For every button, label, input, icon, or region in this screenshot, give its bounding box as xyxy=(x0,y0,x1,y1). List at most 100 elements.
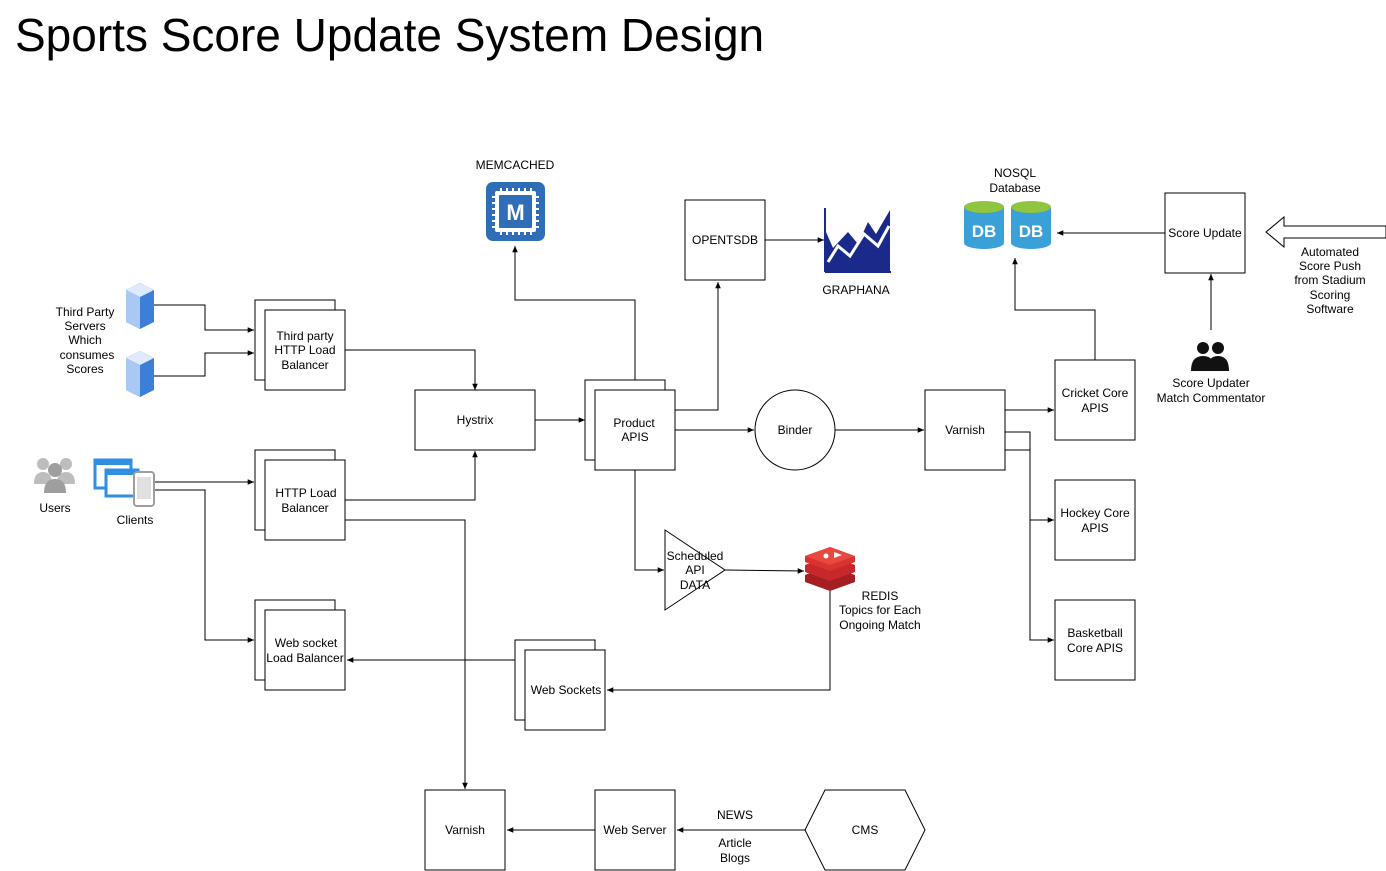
nosql-db-node[interactable]: NOSQL Database DB DB xyxy=(964,166,1051,249)
basketball-line1: Basketball xyxy=(1067,626,1122,640)
tp-servers-line2: Servers xyxy=(64,319,105,333)
hollow-arrow-icon xyxy=(1265,215,1386,249)
redis-line2: Topics for Each xyxy=(839,603,921,617)
score-updater-actor: Score Updater Match Commentator xyxy=(1157,342,1266,405)
third-party-lb-node[interactable]: Third party HTTP Load Balancer xyxy=(254,299,346,391)
connector-server2-to-tp-lb xyxy=(154,350,254,377)
opentsdb-label: OPENTSDB xyxy=(692,233,758,247)
updater-line2: Match Commentator xyxy=(1157,391,1266,405)
product-apis-node[interactable]: Product APIS xyxy=(584,379,676,471)
redis-node[interactable]: REDIS Topics for Each Ongoing Match xyxy=(805,547,921,632)
connector-varnish-to-basketball xyxy=(1005,449,1054,643)
redis-line1: REDIS xyxy=(862,589,899,603)
cricket-core-node[interactable]: Cricket Core APIS xyxy=(1054,359,1136,441)
nosql-label-line2: Database xyxy=(989,181,1041,195)
graph-icon xyxy=(824,208,891,273)
automated-line5: Software xyxy=(1306,302,1354,316)
connector-server1-to-tp-lb xyxy=(154,304,254,333)
scheduled-api-node[interactable]: Scheduled API DATA xyxy=(664,529,726,611)
connector-scheduled-to-redis xyxy=(724,568,805,574)
third-party-servers: Third Party Servers Which consumes Score… xyxy=(56,283,154,397)
server-icon xyxy=(126,283,154,329)
scheduled-line3: DATA xyxy=(680,578,710,592)
score-update-node[interactable]: Score Update xyxy=(1164,192,1246,274)
automated-line1: Automated xyxy=(1301,245,1359,259)
automated-line2: Score Push xyxy=(1299,259,1361,273)
automated-push-source: Automated Score Push from Stadium Scorin… xyxy=(1265,215,1386,316)
varnish-bottom-label: Varnish xyxy=(445,823,485,837)
cricket-line2: APIS xyxy=(1081,401,1108,415)
scheduled-line1: Scheduled xyxy=(667,549,724,563)
scheduled-line2: API xyxy=(685,563,704,577)
automated-line4: Scoring xyxy=(1310,288,1351,302)
grafana-label: GRAPHANA xyxy=(822,283,889,297)
memcached-chip-icon: M xyxy=(486,182,545,241)
web-server-node[interactable]: Web Server xyxy=(594,789,676,871)
connector-product-to-opentsdb xyxy=(675,282,721,411)
http-lb-node[interactable]: HTTP Load Balancer xyxy=(254,449,346,541)
tp-lb-line2: HTTP Load xyxy=(274,343,335,357)
opentsdb-node[interactable]: OPENTSDB xyxy=(684,199,766,281)
redis-icon xyxy=(805,547,855,591)
web-sockets-label: Web Sockets xyxy=(531,683,601,697)
hockey-line1: Hockey Core xyxy=(1060,506,1130,520)
db2-text: DB xyxy=(1019,222,1044,241)
hystrix-label: Hystrix xyxy=(457,413,494,427)
hockey-line2: APIS xyxy=(1081,521,1108,535)
memcached-node[interactable]: MEMCACHED M xyxy=(476,158,555,241)
db1-text: DB xyxy=(972,222,997,241)
svg-text:M: M xyxy=(506,200,524,225)
connector-tp-lb-to-hystrix xyxy=(345,349,478,390)
basketball-core-node[interactable]: Basketball Core APIS xyxy=(1054,599,1136,681)
binder-node[interactable]: Binder xyxy=(754,389,836,471)
connector-clients-to-ws-lb xyxy=(154,489,254,643)
cms-label: CMS xyxy=(852,823,879,837)
database-icon: DB xyxy=(964,201,1004,249)
hockey-core-node[interactable]: Hockey Core APIS xyxy=(1054,479,1136,561)
blogs-label: Blogs xyxy=(720,851,750,865)
product-line2: APIS xyxy=(621,430,648,444)
product-line1: Product xyxy=(613,416,655,430)
tp-lb-line3: Balancer xyxy=(281,358,328,372)
binder-label: Binder xyxy=(778,423,813,437)
grafana-node[interactable]: GRAPHANA xyxy=(822,208,891,297)
varnish-bottom-node[interactable]: Varnish xyxy=(424,789,506,871)
hystrix-node[interactable]: Hystrix xyxy=(414,389,536,451)
users-actor: Users xyxy=(34,458,75,515)
updater-line1: Score Updater xyxy=(1172,376,1249,390)
basketball-line2: Core APIS xyxy=(1067,641,1123,655)
connector-http-lb-to-hystrix xyxy=(345,451,478,501)
memcached-label: MEMCACHED xyxy=(476,158,555,172)
users-label: Users xyxy=(39,501,70,515)
clients-label: Clients xyxy=(117,513,154,527)
ws-lb-line2: Load Balancer xyxy=(266,651,343,665)
page-title: Sports Score Update System Design xyxy=(15,9,765,61)
clients-actor: Clients xyxy=(93,458,155,527)
server-icon xyxy=(126,351,154,397)
http-lb-line2: Balancer xyxy=(281,501,328,515)
connector-redis-to-websockets xyxy=(607,590,831,693)
score-update-label: Score Update xyxy=(1168,226,1242,240)
tp-lb-line1: Third party xyxy=(276,329,333,343)
tp-servers-line4: consumes xyxy=(60,348,115,362)
devices-icon xyxy=(93,458,155,507)
web-server-label: Web Server xyxy=(603,823,666,837)
tp-servers-line3: Which xyxy=(68,333,101,347)
web-sockets-node[interactable]: Web Sockets xyxy=(514,639,606,731)
news-label: NEWS xyxy=(717,808,753,822)
websocket-lb-node[interactable]: Web socket Load Balancer xyxy=(254,599,346,691)
database-icon: DB xyxy=(1011,201,1051,249)
connector-cricket-to-db xyxy=(1012,258,1096,360)
nosql-label-line1: NOSQL xyxy=(994,166,1036,180)
varnish-mid-label: Varnish xyxy=(945,423,985,437)
connectors xyxy=(154,230,1214,833)
cms-node[interactable]: CMS xyxy=(804,789,926,871)
cricket-line1: Cricket Core xyxy=(1062,386,1129,400)
users-icon xyxy=(34,458,75,493)
tp-servers-line5: Scores xyxy=(66,362,103,376)
tp-servers-line1: Third Party xyxy=(56,305,115,319)
http-lb-line1: HTTP Load xyxy=(275,486,336,500)
varnish-mid-node[interactable]: Varnish xyxy=(924,389,1006,471)
person-pair-icon xyxy=(1191,342,1229,371)
